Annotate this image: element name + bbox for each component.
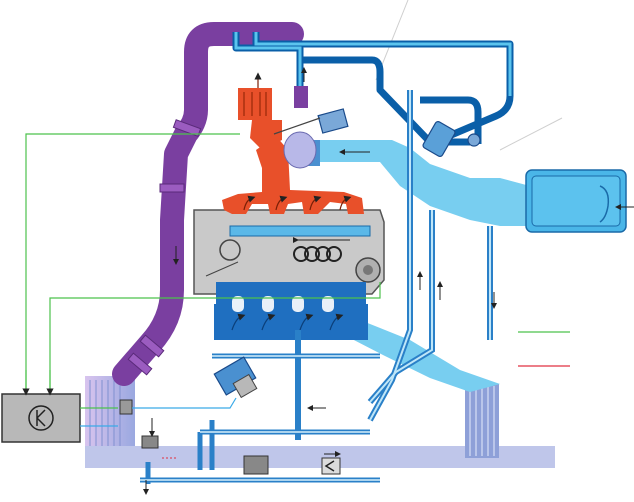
sensor-lines: [80, 397, 237, 427]
coolant-lines-right-inner: [369, 90, 491, 421]
control-unit: [1, 393, 81, 443]
coolant-lines-top-inner: [234, 32, 512, 96]
compressor-housing: [283, 131, 317, 169]
turbo-connector: [294, 86, 308, 108]
k-circle-icon: [28, 405, 54, 431]
vacuum-arrows: [143, 418, 155, 495]
flow-arrows: [307, 271, 497, 411]
legend: [518, 331, 570, 367]
wastegate-valve: [422, 121, 481, 157]
less-than-valve-icon: [321, 451, 341, 475]
coolant-gallery: [229, 225, 371, 243]
exhaust-manifold: [222, 72, 364, 214]
coolant-return-loop-inner: [140, 355, 380, 481]
exhaust-clamps: [127, 119, 202, 376]
throttle-valve: [273, 108, 349, 135]
signal-lines: [25, 133, 381, 409]
pump-unit: [213, 356, 258, 399]
signal-arrows: [22, 370, 54, 396]
four-rings-icon: [293, 246, 342, 262]
intake-manifold: [214, 282, 368, 340]
air-filter-box: [525, 169, 634, 233]
intercooler: [465, 384, 499, 458]
engine-block: [193, 209, 385, 295]
exhaust-downpipe: [112, 22, 304, 386]
